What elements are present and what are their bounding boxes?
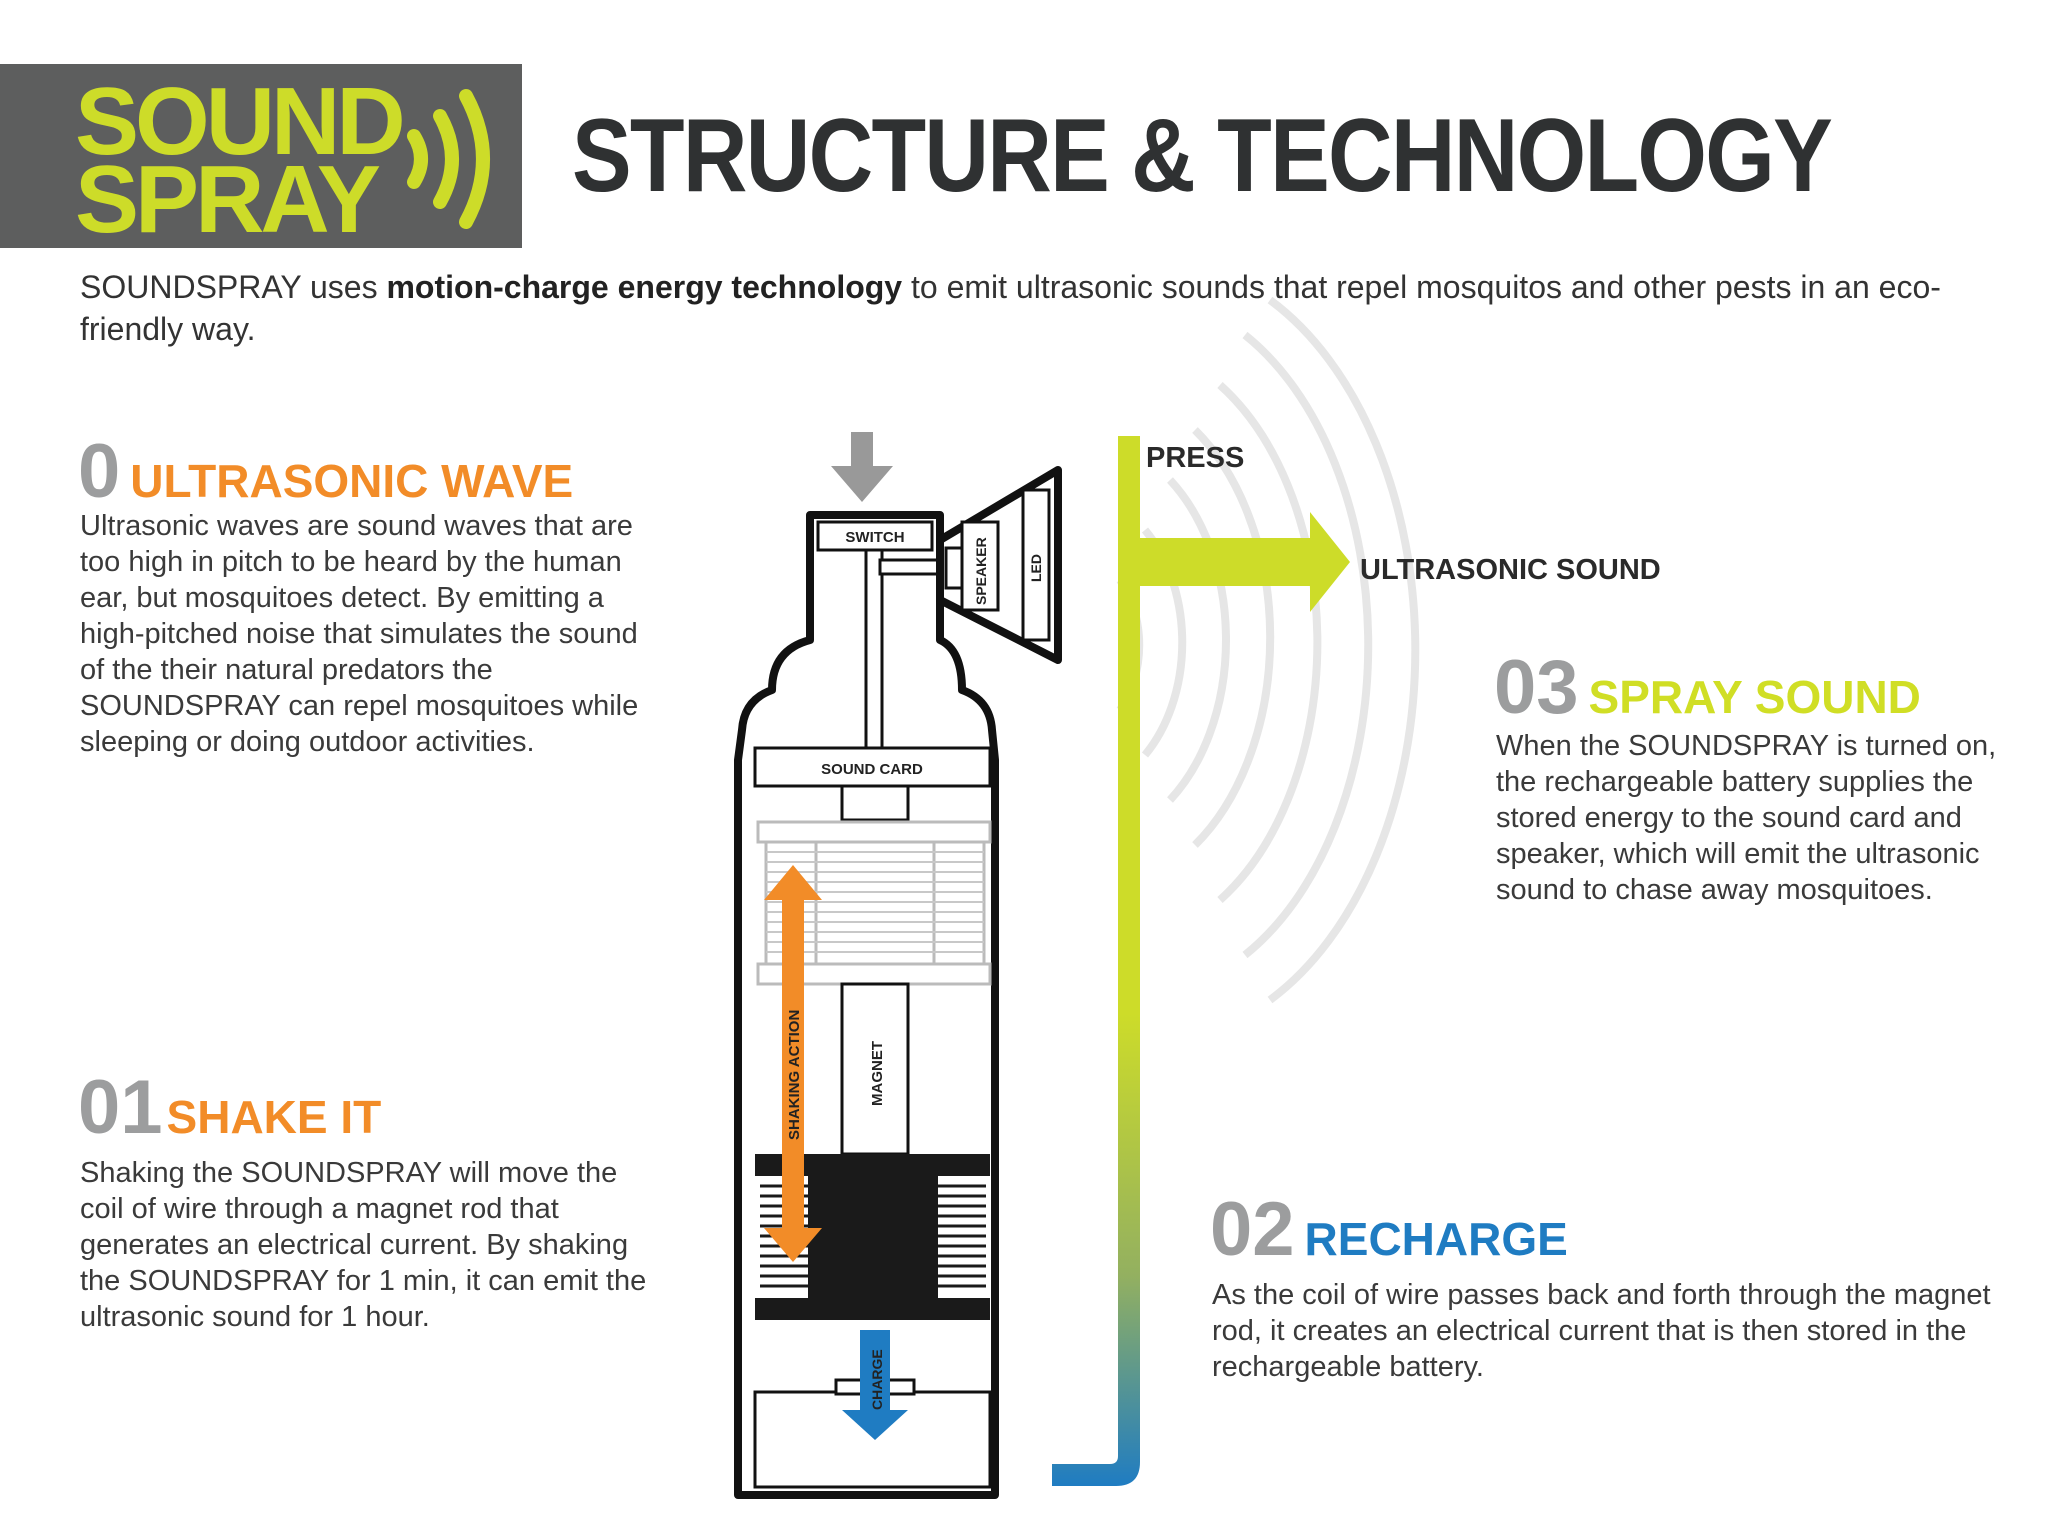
intro-post: to emit ultrasonic sounds that repel mos…	[80, 269, 1941, 347]
press-arrow-icon	[831, 432, 893, 502]
step-1-title: SHAKE IT	[166, 1091, 382, 1143]
intro-pre: SOUNDSPRAY uses	[80, 269, 387, 305]
ultrasonic-sound-arrow-icon	[1140, 512, 1350, 612]
shaking-action-label: SHAKING ACTION	[786, 1010, 803, 1140]
logo-text-spray: SPRAY	[75, 146, 381, 253]
logo: SOUND SPRAY	[0, 64, 522, 248]
led-label: LED	[1028, 554, 1044, 582]
logo-text-sound: SOUND	[75, 68, 406, 175]
step-2-title: RECHARGE	[1304, 1213, 1568, 1265]
step-0-title: ULTRASONIC WAVE	[130, 455, 574, 507]
shaking-action-arrow-icon: SHAKING ACTION	[764, 865, 822, 1262]
step-3-number: 03	[1494, 645, 1579, 730]
press-label: PRESS	[1146, 442, 1245, 474]
step-0-number: 0	[78, 429, 121, 514]
step-3-title: SPRAY SOUND	[1588, 671, 1921, 723]
charge-label: CHARGE	[869, 1349, 885, 1410]
intro-text: SOUNDSPRAY uses motion-charge energy tec…	[80, 266, 1980, 350]
step-2-number: 02	[1210, 1187, 1295, 1272]
step-1-body: Shaking the SOUNDSPRAY will move the coi…	[80, 1157, 647, 1333]
page-title: STRUCTURE & TECHNOLOGY	[572, 98, 1833, 214]
step-1-heading: 01SHAKE IT	[78, 1070, 381, 1146]
sound-waves-icon	[407, 89, 490, 229]
switch-label: SWITCH	[845, 529, 904, 546]
ultrasonic-waves	[1116, 296, 1420, 1004]
step-1-number: 01	[78, 1065, 163, 1150]
speaker-label: SPEAKER	[973, 537, 989, 605]
step-2-body: As the coil of wire passes back and fort…	[1212, 1279, 1991, 1383]
ultrasonic-sound-label: ULTRASONIC SOUND	[1360, 554, 1661, 586]
charge-arrow-icon: CHARGE	[842, 1330, 908, 1440]
sound-card-label: SOUND CARD	[821, 761, 923, 778]
process-path	[1052, 436, 1140, 1486]
step-3-body: When the SOUNDSPRAY is turned on, the re…	[1496, 730, 1997, 906]
magnet-label: MAGNET	[869, 1041, 886, 1106]
intro-bold: motion-charge energy technology	[386, 269, 903, 305]
step-0-body: Ultrasonic waves are sound waves that ar…	[80, 510, 639, 758]
